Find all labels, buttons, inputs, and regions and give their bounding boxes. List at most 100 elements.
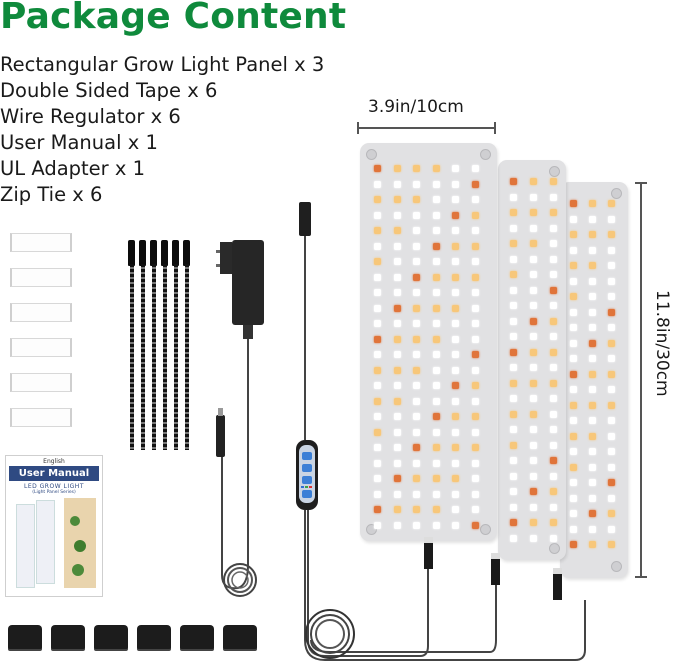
led [510,503,517,511]
led [452,413,459,420]
led [550,209,557,216]
led [393,397,401,405]
height-dimension-label: 11.8in/30cm [652,290,672,397]
led [452,521,459,529]
led [589,246,596,254]
led [413,444,420,451]
led [471,273,479,281]
led [550,534,557,542]
led [374,227,381,234]
led [413,180,420,188]
led [550,441,557,449]
led [432,227,440,234]
led [432,273,440,281]
grow-light-panel-1 [360,143,497,541]
manual-language: English [43,458,65,465]
led [393,258,401,265]
led [374,351,381,358]
led [510,317,517,325]
led [432,490,440,498]
led [374,521,381,529]
led [550,302,557,309]
led [393,428,401,436]
led [550,317,557,325]
led [471,196,479,203]
led [530,379,537,387]
led [471,304,479,312]
led [589,215,596,223]
led [374,165,381,172]
led [452,490,459,498]
led [589,510,596,517]
led [550,426,557,433]
led [530,426,537,433]
led [374,366,381,374]
led [452,475,459,482]
led [570,432,577,440]
led [452,320,459,327]
led [432,428,440,436]
led [413,397,420,405]
led [452,165,459,172]
led [413,304,420,312]
led [589,277,596,285]
led [510,178,517,185]
led [589,463,596,471]
list-item: Zip Tie x 6 [0,183,103,206]
led [452,335,459,343]
led [589,401,596,409]
led [471,413,479,420]
led [374,211,381,219]
dimension-tick [357,122,359,134]
led [570,386,577,393]
led [589,432,596,440]
led [374,242,381,250]
led [432,320,440,327]
led [570,401,577,409]
led [393,490,401,498]
led [570,417,577,424]
led [393,304,401,312]
led [550,519,557,526]
led [452,506,459,513]
led [530,364,537,371]
led [374,459,381,467]
led [452,242,459,250]
list-item: Wire Regulator x 6 [0,105,181,128]
user-manual: English User Manual LED GROW LIGHT (Ligh… [5,455,103,597]
led [589,479,596,486]
zip-ties [128,240,198,450]
usb-plug [491,553,500,585]
led [452,196,459,203]
led [432,258,440,265]
led [393,475,401,482]
led [413,413,420,420]
led [393,444,401,451]
led [530,410,537,418]
led [452,428,459,436]
led [570,479,577,486]
led [550,178,557,185]
led [589,525,596,533]
led [530,441,537,449]
led [530,240,537,247]
manual-subtitle: (Light Panel Series) [32,490,76,495]
double-sided-tape [10,338,72,357]
led [393,413,401,420]
led [570,541,577,548]
led [452,273,459,281]
led [510,302,517,309]
led [570,215,577,223]
led [413,428,420,436]
led [471,227,479,234]
led [471,180,479,188]
led [589,293,596,300]
led [530,286,537,294]
led [510,364,517,371]
led [413,475,420,482]
led [374,335,381,343]
led [393,521,401,529]
led [432,335,440,343]
led [608,262,615,269]
